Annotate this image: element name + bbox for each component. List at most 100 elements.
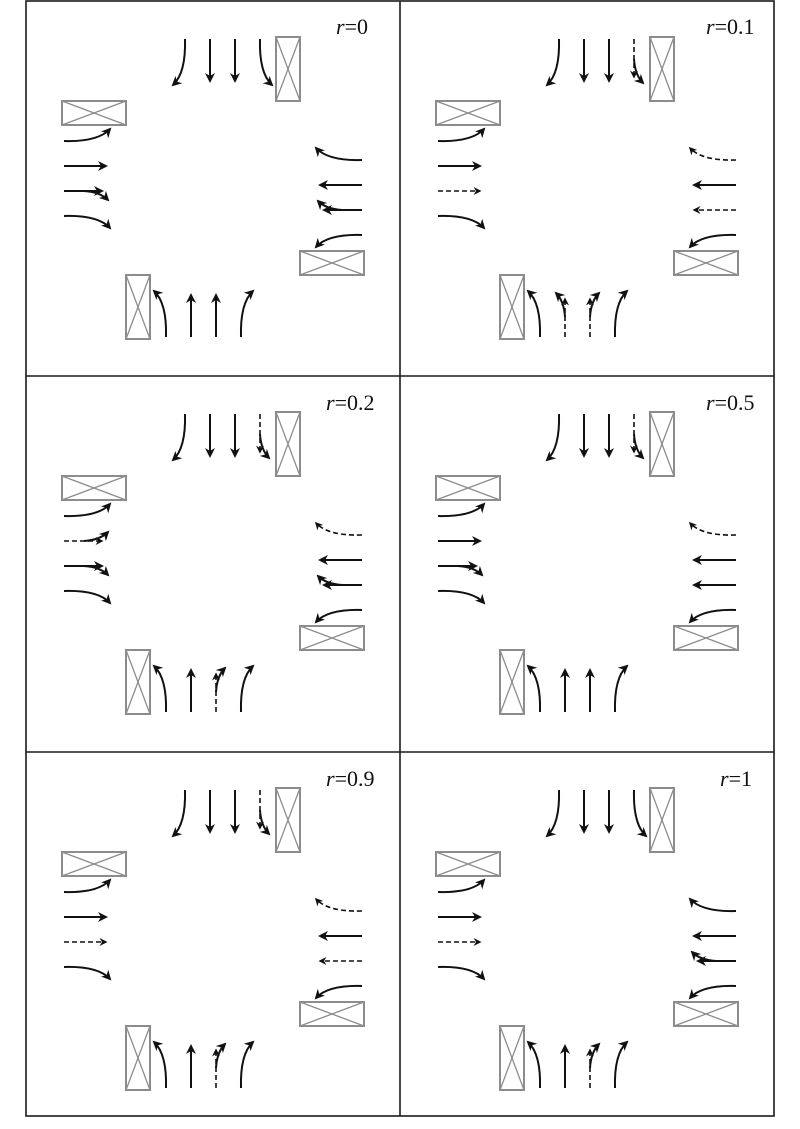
detector-north (649, 36, 675, 102)
lane-arrow-north-4 (632, 789, 648, 838)
lane-arrow-east-4 (314, 608, 363, 624)
panel-label-r0.2: r=0.2 (326, 390, 374, 415)
detector-west (435, 100, 501, 126)
detector-south (499, 1025, 525, 1091)
approach-south (125, 649, 255, 715)
lane-arrow-west-1 (437, 589, 486, 605)
approach-east (299, 521, 365, 651)
lane-arrow-south-1 (239, 664, 255, 713)
lane-arrow-south-2 (589, 1042, 601, 1069)
lane-arrow-west-4 (437, 502, 486, 518)
lane-arrow-north-4 (633, 58, 645, 85)
panel-label-r0.1: r=0.1 (706, 14, 754, 39)
lane-arrow-south-3 (554, 291, 566, 318)
detector-east (673, 1001, 739, 1027)
panel-r0.1 (435, 36, 739, 340)
lane-arrow-north-4 (633, 433, 645, 460)
lane-arrow-east-4 (314, 984, 363, 1000)
approach-east (673, 146, 739, 276)
approach-west (435, 475, 501, 605)
lane-arrow-north-1 (171, 38, 187, 87)
approach-north (171, 36, 301, 102)
approach-south (499, 274, 629, 340)
detector-north (649, 411, 675, 477)
detector-east (299, 625, 365, 651)
detector-west (61, 851, 127, 877)
lane-arrow-south-4 (152, 664, 168, 713)
lane-arrow-north-1 (171, 789, 187, 838)
detector-west (61, 100, 127, 126)
panel-label-r0: r=0 (336, 14, 368, 39)
lane-arrow-north-1 (171, 413, 187, 462)
lane-arrow-south-1 (613, 289, 629, 338)
lane-arrow-west-4 (63, 878, 112, 894)
detector-west (435, 475, 501, 501)
lane-arrow-west-1 (63, 965, 112, 981)
lane-arrow-south-1 (613, 664, 629, 713)
lane-arrow-north-4 (258, 38, 274, 87)
approach-west (435, 100, 501, 230)
lane-arrow-east-1 (314, 146, 363, 162)
approach-west (435, 851, 501, 981)
lane-arrow-east-3 (690, 950, 717, 962)
panel-r0.5 (435, 411, 739, 715)
lane-arrow-north-1 (545, 789, 561, 838)
approach-north (171, 787, 301, 853)
lane-arrow-east-4 (688, 233, 737, 249)
lane-arrow-south-1 (239, 289, 255, 338)
panel-label-r0.9: r=0.9 (326, 766, 374, 791)
detector-north (275, 36, 301, 102)
lane-arrow-south-4 (526, 1040, 542, 1089)
approach-north (171, 411, 301, 477)
detector-east (673, 625, 739, 651)
lane-arrow-north-4 (259, 809, 271, 836)
detector-west (61, 475, 127, 501)
approach-south (499, 649, 629, 715)
detector-east (673, 250, 739, 276)
lane-arrow-west-1 (63, 589, 112, 605)
detector-west (435, 851, 501, 877)
detector-south (499, 649, 525, 715)
approach-west (61, 475, 127, 605)
panel-label-r0.5: r=0.5 (706, 390, 754, 415)
lane-arrow-west-1 (63, 214, 112, 230)
lane-arrow-west-4 (63, 502, 112, 518)
lane-arrow-south-4 (526, 664, 542, 713)
lane-arrow-west-1 (437, 214, 486, 230)
detector-south (125, 1025, 151, 1091)
approach-south (125, 274, 255, 340)
detector-north (275, 787, 301, 853)
lane-arrow-east-4 (688, 984, 737, 1000)
lane-arrow-east-3 (316, 574, 343, 586)
approach-north (545, 787, 675, 853)
detector-east (299, 250, 365, 276)
lane-arrow-east-4 (688, 608, 737, 624)
detector-north (649, 787, 675, 853)
approach-south (499, 1025, 629, 1091)
panel-label-r1: r=1 (720, 766, 752, 791)
detector-south (125, 649, 151, 715)
lane-arrow-south-4 (152, 289, 168, 338)
lane-arrow-west-4 (63, 127, 112, 143)
lane-arrow-north-1 (545, 413, 561, 462)
detector-south (499, 274, 525, 340)
approach-south (125, 1025, 255, 1091)
lane-arrow-south-2 (215, 666, 227, 693)
approach-east (299, 146, 365, 276)
lane-arrow-west-4 (437, 127, 486, 143)
lane-arrow-east-4 (314, 233, 363, 249)
detector-south (125, 274, 151, 340)
lane-arrow-east-1 (688, 521, 737, 536)
approach-east (673, 897, 739, 1027)
lane-arrow-south-2 (215, 1042, 227, 1069)
lane-arrow-east-1 (314, 521, 363, 536)
lane-arrow-west-1 (437, 965, 486, 981)
lane-arrow-east-1 (314, 897, 363, 912)
lane-arrow-north-4 (259, 433, 271, 460)
lane-arrow-south-1 (239, 1040, 255, 1089)
lane-arrow-west-2 (83, 190, 110, 202)
lane-arrow-south-1 (613, 1040, 629, 1089)
lane-arrow-east-1 (688, 146, 737, 161)
detector-east (299, 1001, 365, 1027)
